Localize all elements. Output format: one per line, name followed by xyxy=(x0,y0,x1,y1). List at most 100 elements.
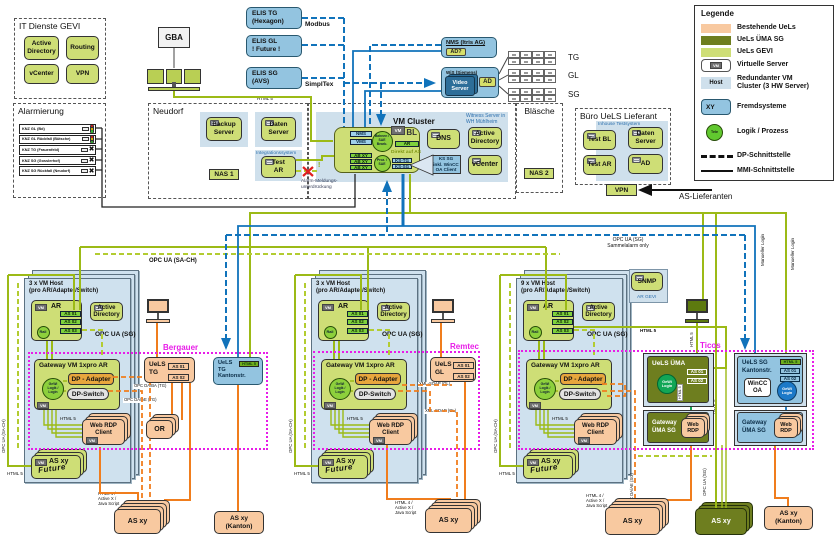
rail-circle[interactable]: Rail xyxy=(323,325,337,339)
buero-vpn-box[interactable]: VPN xyxy=(606,184,637,196)
snmp-box[interactable]: SNMP xyxy=(631,272,663,291)
web-rdp-client[interactable]: Web RDP Client xyxy=(574,419,617,445)
dp-adapter-box[interactable]: DP - Adapter xyxy=(68,373,114,385)
uels-tg-kantonstr-box[interactable]: UeLS TG Kantonstr.HTML 5 xyxy=(213,357,263,385)
bl-chip-ks-sg[interactable]: KS-SG xyxy=(392,164,412,169)
bl-chip-vms[interactable]: VMS xyxy=(350,139,372,145)
nas2-box[interactable]: NAS 2 xyxy=(524,168,554,179)
ar-as-chip-2[interactable]: AS 02 xyxy=(347,319,368,326)
alarm-row[interactable]: KNZ GL (Bd) xyxy=(19,124,96,134)
alarm-row[interactable]: KNZ SG Rückfall (Neudorf)✖ xyxy=(19,166,96,176)
kantonstr-html5-chip[interactable]: HTML 5 xyxy=(239,361,259,367)
bl-chip-ks-tg[interactable]: KS-TG xyxy=(392,157,412,163)
bl-chip-abxy-2[interactable]: AB XY xyxy=(350,159,372,164)
ks-callout-box[interactable]: KS SG inkl. WinCC OA Client xyxy=(431,155,461,174)
uma-as02[interactable]: AS 02 xyxy=(687,378,707,384)
vmc-vcenter[interactable]: vCenter xyxy=(468,155,502,175)
rail-circle[interactable]: Rail xyxy=(528,325,542,339)
ar-as-chip-2[interactable]: AS 02 xyxy=(60,319,81,326)
bl-chip-abxy-1[interactable]: AB XY xyxy=(350,153,372,158)
backup-server[interactable]: Backup Server xyxy=(206,117,242,141)
asxy-green-stack[interactable]: AS xy xyxy=(695,508,747,535)
gewi-circle[interactable]: GeWi Logik / Login xyxy=(329,378,351,400)
sg-html5-chip[interactable]: HTML 5 xyxy=(780,359,801,365)
it-dienste-active_directory[interactable]: Active Directory xyxy=(24,36,59,60)
asxy-future[interactable]: AS xy xyxy=(523,455,573,479)
sg-gewi-circle[interactable]: GeWi Login xyxy=(777,381,797,401)
alarm-row[interactable]: KNZ SG (Gosslerhof)✖ xyxy=(19,155,96,166)
ar-as-chip-3[interactable]: AS 03 xyxy=(60,327,81,334)
sec-active-directory[interactable]: Active Directory xyxy=(90,302,123,321)
nms-box[interactable]: NMS (Itris AG)AD? xyxy=(441,37,497,58)
bl-chip-ar[interactable]: AR xyxy=(395,141,419,147)
gba-monitor[interactable] xyxy=(147,69,201,91)
it-dienste-vcenter[interactable]: vCenter xyxy=(24,64,59,84)
bergauer-monitor[interactable] xyxy=(145,299,171,323)
dp-adapter-box[interactable]: DP - Adapter xyxy=(560,373,606,385)
asxy-stack-3[interactable]: AS xy xyxy=(605,507,660,535)
web-rdp-client[interactable]: Web RDP Client xyxy=(82,419,125,445)
uels-tg-as01[interactable]: AS 01 xyxy=(168,363,189,370)
vmc-active-directory[interactable]: Active Directory xyxy=(468,127,502,149)
daten-server[interactable]: Daten Server xyxy=(261,117,296,141)
dp-switch-box[interactable]: DP-Switch xyxy=(354,388,396,400)
ar-as-chip-1[interactable]: AS 01 xyxy=(552,311,573,317)
asxy-kanton-1[interactable]: AS xy (Kanton) xyxy=(214,511,264,534)
uels-gl-as01[interactable]: AS 01 xyxy=(453,362,474,369)
ar-as-chip-3[interactable]: AS 03 xyxy=(552,327,573,334)
test-ar[interactable]: Test AR xyxy=(261,156,296,178)
gewi-circle[interactable]: GeWi Logik / Login xyxy=(42,378,64,400)
uels-gl-as02[interactable]: AS 02 xyxy=(453,373,474,380)
uma-web-rdp[interactable]: Web RDP xyxy=(681,418,705,438)
ar-as-chip-3[interactable]: AS 03 xyxy=(347,327,368,334)
wincc-box[interactable]: WinCC OA xyxy=(744,378,771,397)
buero-daten-server[interactable]: Daten Server xyxy=(628,127,663,149)
asxy-kanton-3[interactable]: AS xy (Kanton) xyxy=(764,506,813,530)
bl-chip-nms[interactable]: NMS xyxy=(350,131,372,137)
it-dienste-vpn[interactable]: VPN xyxy=(66,64,99,84)
test-bl-box[interactable]: Test BL xyxy=(583,130,616,150)
web-rdp-client[interactable]: Web RDP Client xyxy=(369,419,412,445)
gba-box[interactable]: GBA xyxy=(158,27,190,48)
elis_tg-box[interactable]: ELIS TG (Hexagon) xyxy=(246,7,302,29)
elis_sg-box[interactable]: ELIS SG (AVS) xyxy=(246,67,302,89)
ar-as-chip-2[interactable]: AS 02 xyxy=(552,319,573,326)
sec-active-directory[interactable]: Active Directory xyxy=(582,302,615,321)
uma-as01[interactable]: AS 01 xyxy=(687,369,707,375)
test-ar-box[interactable]: Test AR xyxy=(583,155,616,175)
sg-as01[interactable]: AS 01 xyxy=(780,368,800,374)
asxy-future[interactable]: AS xy xyxy=(31,455,81,479)
sg-web-rdp[interactable]: Web RDP xyxy=(774,418,798,438)
bl-chip-abxy-3[interactable]: AB XY xyxy=(350,165,372,170)
remtec-monitor[interactable] xyxy=(430,299,456,323)
asxy-stack-2[interactable]: AS xy xyxy=(425,508,472,533)
asxy-stack-1[interactable]: AS xy xyxy=(114,509,161,534)
uma-gewi-circle[interactable]: GeWi Login xyxy=(657,374,677,394)
buero-ad-box[interactable]: AD xyxy=(628,154,663,174)
nas1-box[interactable]: NAS 1 xyxy=(209,169,239,180)
ar-as-chip-1[interactable]: AS 01 xyxy=(347,311,368,317)
nms-ad-chip[interactable]: AD? xyxy=(446,48,466,56)
ticos-monitor[interactable] xyxy=(684,299,710,323)
dns-box[interactable]: DNS xyxy=(427,129,460,149)
or-box[interactable]: OR xyxy=(146,420,173,439)
video-server[interactable]: Video Server xyxy=(445,76,475,96)
uels-tg-as02[interactable]: AS 02 xyxy=(168,374,189,381)
sec-active-directory[interactable]: Active Directory xyxy=(377,302,410,321)
bl-circle-bahnen[interactable]: Bahnen / SAE Bearb. xyxy=(371,130,393,152)
dp-switch-box[interactable]: DP-Switch xyxy=(559,388,601,400)
rail-circle[interactable]: Rail xyxy=(36,325,50,339)
wis-ad-chip[interactable]: AD xyxy=(479,77,496,87)
gewi-circle[interactable]: GeWi Logik / Login xyxy=(534,378,556,400)
alarm-row[interactable]: KNZ GL Rückfall (Bütsche) xyxy=(19,134,96,145)
